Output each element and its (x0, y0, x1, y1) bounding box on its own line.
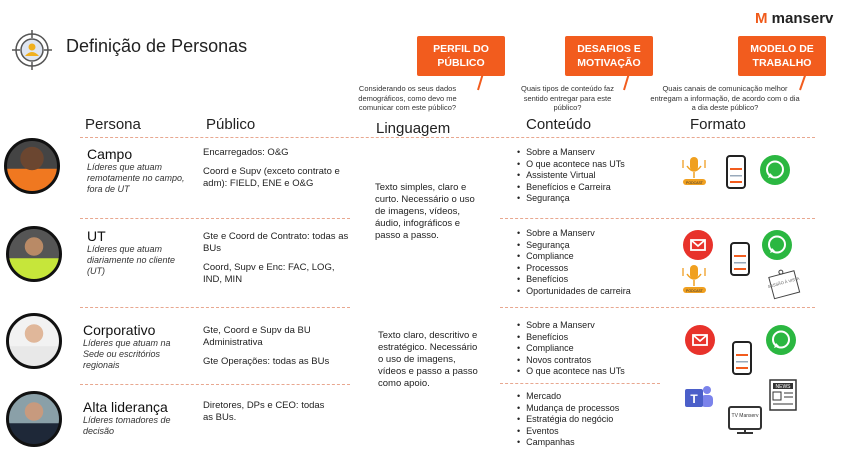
list-item: Sobre a Manserv (517, 228, 631, 240)
conteudo-list-3: Sobre a ManservBenefíciosComplianceNovos… (517, 320, 625, 378)
avatar-alta-lideranca (6, 391, 62, 447)
target-persona-icon (12, 30, 52, 70)
list-item: Compliance (517, 251, 631, 263)
list-item: Campanhas (517, 437, 619, 449)
publico-item: Coord e Supv (exceto contrato e adm): FI… (203, 166, 340, 189)
logo-text: manserv (771, 10, 834, 27)
whatsapp-icon (760, 155, 790, 185)
divider (80, 137, 815, 138)
publico-item: Coord, Supv e Enc: FAC, LOG, IND, MIN (203, 262, 335, 285)
divider (500, 218, 815, 219)
list-item: Processos (517, 263, 631, 275)
list-item: Benefícios e Carreira (517, 182, 625, 194)
whatsapp-icon (766, 325, 796, 355)
avatar-campo (4, 138, 60, 194)
list-item: Compliance (517, 343, 625, 355)
tag-desafios: DESAFIOS E MOTIVAÇÃO (565, 36, 653, 76)
conteudo-list-4: MercadoMudança de processosEstratégia do… (517, 391, 619, 449)
phone-icon (732, 341, 752, 375)
persona-name: Campo (87, 146, 133, 162)
list-item: Sobre a Manserv (517, 147, 625, 159)
divider (500, 383, 660, 384)
linguagem-2: Texto claro, descritivo e estratégico. N… (378, 330, 478, 389)
persona-name: UT (87, 228, 106, 244)
news-icon: NEWS (769, 379, 797, 411)
header-publico: Público (206, 116, 256, 133)
email-icon (683, 230, 713, 260)
arrows (477, 69, 808, 91)
publico-item: Gte Operações: todas as BUs (203, 356, 330, 367)
podcast-icon: PODCAST (682, 156, 707, 186)
phone-icon (730, 242, 750, 276)
header-linguagem: Linguagem (376, 120, 451, 137)
podcast-icon: PODCAST (682, 264, 707, 294)
list-item: Assistente Virtual (517, 170, 625, 182)
svg-text:T: T (690, 392, 698, 406)
list-item: Segurança (517, 193, 625, 205)
whatsapp-icon (762, 230, 792, 260)
manserv-logo: M manserv (755, 10, 833, 27)
list-item: Sobre a Manserv (517, 320, 625, 332)
question-modelo: Quais canais de comunicação melhor entre… (650, 84, 800, 112)
linguagem-1: Texto simples, claro e curto. Necessário… (375, 182, 475, 241)
header-persona: Persona (85, 116, 141, 133)
list-item: Eventos (517, 426, 619, 438)
phone-icon (726, 155, 746, 189)
sessao-a-vista-icon: SESSÃO À VISTA (767, 269, 800, 300)
header-conteudo: Conteúdo (526, 116, 592, 133)
tag-modelo: MODELO DE TRABALHO (738, 36, 826, 76)
persona-desc: Líderes que atuam remotamente no campo, … (87, 162, 185, 194)
question-perfil: Considerando os seus dados demográficos,… (358, 84, 457, 112)
list-item: Segurança (517, 240, 631, 252)
list-item: Benefícios (517, 332, 625, 344)
tv-manserv-icon: TV Manserv (728, 406, 762, 434)
divider (80, 307, 350, 308)
publico-item: Diretores, DPs e CEO: todas as BUs. (203, 400, 325, 423)
svg-text:PODCAST: PODCAST (686, 289, 704, 293)
list-item: O que acontece nas UTs (517, 159, 625, 171)
publico-campo: Encarregados: O&G Coord e Supv (exceto co… (203, 147, 353, 197)
logo-mark: M (755, 10, 768, 27)
publico-item: Gte, Coord e Supv da BU Administrativa (203, 325, 311, 348)
persona-desc: Líderes que atuam diariamente no cliente… (87, 244, 176, 276)
question-desafios: Quais tipos de conteúdo faz sentido entr… (521, 84, 614, 112)
teams-icon: T (685, 386, 713, 407)
list-item: Novos contratos (517, 355, 625, 367)
divider (500, 307, 815, 308)
publico-item: Encarregados: O&G (203, 147, 289, 158)
conteudo-list-2: Sobre a ManservSegurançaComplianceProces… (517, 228, 631, 297)
list-item: O que acontece nas UTs (517, 366, 625, 378)
tag-perfil: PERFIL DO PÚBLICO (417, 36, 505, 76)
persona-desc: Líderes tomadores de decisão (83, 415, 171, 436)
publico-alta-lideranca: Diretores, DPs e CEO: todas as BUs. (203, 400, 328, 431)
email-icon (685, 325, 715, 355)
persona-name: Alta liderança (83, 399, 168, 415)
list-item: Estratégia do negócio (517, 414, 619, 426)
page-title: Definição de Personas (66, 36, 248, 56)
list-item: Mercado (517, 391, 619, 403)
svg-text:PODCAST: PODCAST (686, 181, 704, 185)
conteudo-list-1: Sobre a ManservO que acontece nas UTsAss… (517, 147, 625, 205)
svg-text:TV Manserv: TV Manserv (732, 413, 759, 419)
persona-desc: Líderes que atuam na Sede ou escritórios… (83, 338, 171, 370)
list-item: Benefícios (517, 274, 631, 286)
list-item: Oportunidades de carreira (517, 286, 631, 298)
header-formato: Formato (690, 116, 746, 133)
list-item: Mudança de processos (517, 403, 619, 415)
publico-item: Gte e Coord de Contrato: todas as BUs (203, 231, 349, 254)
avatar-ut (6, 226, 62, 282)
divider (80, 384, 350, 385)
avatar-corporativo (6, 313, 62, 369)
svg-text:NEWS: NEWS (776, 384, 792, 390)
divider (80, 218, 350, 219)
persona-name: Corporativo (83, 322, 156, 338)
